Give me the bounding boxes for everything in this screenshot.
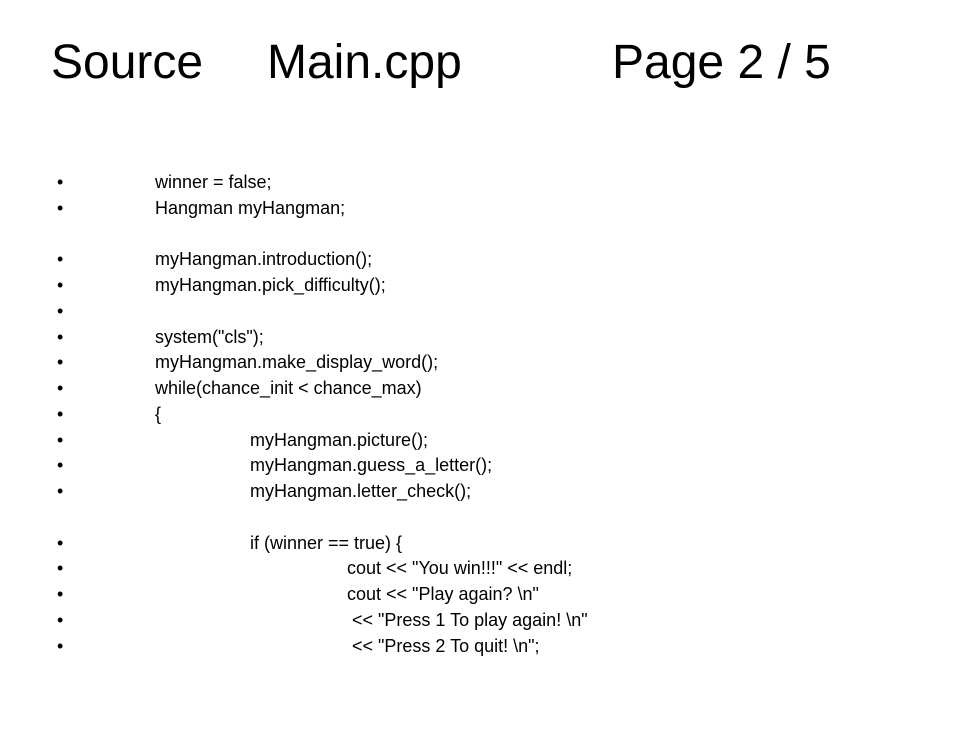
title-page-number: Page 2 / 5 [612,36,831,89]
slide: Source Main.cpp Page 2 / 5 • winner = fa… [0,36,960,658]
bullet-icon: • [57,584,64,604]
code-line: while(chance_init < chance_max) [155,378,422,398]
list-item: • system("cls"); [0,324,960,350]
list-item: • myHangman.picture(); [0,427,960,453]
list-item: • Hangman myHangman; [0,195,960,221]
list-item: • winner = false; [0,169,960,195]
blank-spacer [0,504,960,530]
blank-spacer [0,221,960,247]
bullet-icon: • [57,481,64,501]
code-line: << "Press 1 To play again! \n" [347,609,588,630]
title-source: Source [51,36,204,89]
list-item: • myHangman.letter_check(); [0,478,960,504]
bullet-icon: • [57,455,64,476]
bullet-icon: • [57,352,64,373]
bullet-icon: • [57,197,64,218]
code-line: myHangman.make_display_word(); [155,352,439,373]
bullet-icon: • [57,609,64,630]
code-bullet-list: • winner = false; • Hangman myHangman; •… [0,169,960,658]
list-item: • myHangman.introduction(); [0,246,960,272]
bullet-icon: • [57,403,64,424]
list-item: • myHangman.guess_a_letter(); [0,452,960,478]
code-line: myHangman.guess_a_letter(); [250,455,493,476]
bullet-icon: • [57,378,64,398]
list-item: • myHangman.pick_difficulty(); [0,272,960,298]
list-item: • cout << "Play again? \n" [0,581,960,607]
code-line: myHangman.letter_check(); [250,481,472,501]
code-line: cout << "You win!!!" << endl; [347,558,573,579]
list-item: • [0,298,960,324]
bullet-icon: • [57,635,64,656]
code-line: winner = false; [155,172,272,192]
bullet-icon: • [57,249,64,270]
code-line: << "Press 2 To quit! \n"; [347,635,540,656]
list-item: • << "Press 2 To quit! \n"; [0,633,960,659]
code-line: myHangman.introduction(); [155,249,373,270]
bullet-icon: • [57,300,64,321]
code-line: if (winner == true) { [250,532,403,553]
bullet-icon: • [57,275,64,295]
title-filename: Main.cpp [267,36,462,89]
code-line: myHangman.picture(); [250,429,429,450]
bullet-icon: • [57,558,64,579]
code-line: { [155,403,162,424]
list-item: • if (winner == true) { [0,530,960,556]
code-line: system("cls"); [155,326,264,347]
bullet-icon: • [57,429,64,450]
code-line: myHangman.pick_difficulty(); [155,275,386,295]
code-line: Hangman myHangman; [155,197,346,218]
code-line: cout << "Play again? \n" [347,584,539,604]
bullet-icon: • [57,172,64,192]
bullet-icon: • [57,532,64,553]
list-item: • myHangman.make_display_word(); [0,349,960,375]
list-item: • << "Press 1 To play again! \n" [0,607,960,633]
list-item: • while(chance_init < chance_max) [0,375,960,401]
list-item: • cout << "You win!!!" << endl; [0,555,960,581]
bullet-icon: • [57,326,64,347]
list-item: • { [0,401,960,427]
